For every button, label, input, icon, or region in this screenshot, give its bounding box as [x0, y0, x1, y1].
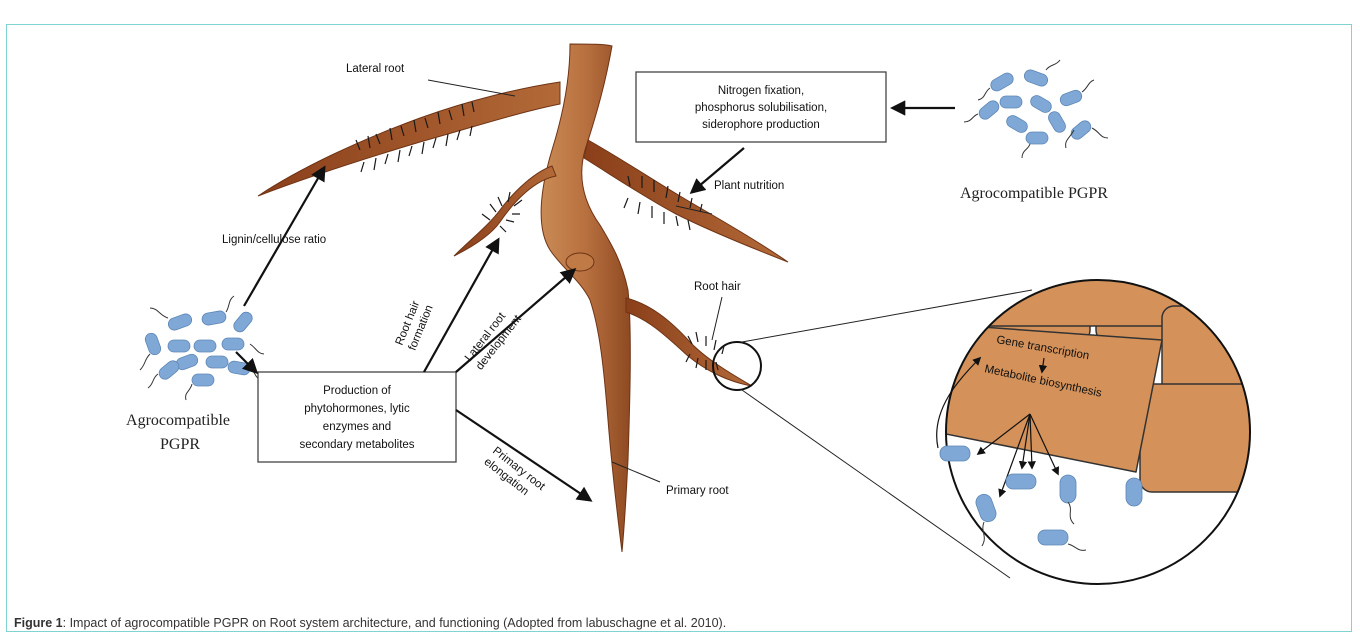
zoom-detail: Gene transcription Metabolite biosynthes… — [848, 262, 1260, 584]
nitrogen-fixation-box: Nitrogen fixation, phosphorus solubilisa… — [636, 72, 886, 142]
root-hair-label: Root hair — [694, 281, 741, 293]
lignin-ratio-label: Lignin/cellulose ratio — [222, 234, 326, 246]
pgpr-left-label-2: PGPR — [160, 436, 200, 453]
caption-text: : Impact of agrocompatible PGPR on Root … — [63, 616, 727, 630]
production-box-line-1: Production of — [323, 385, 392, 397]
production-box-line-4: secondary metabolites — [299, 439, 414, 451]
root-hair-formation-label: Root hair formation — [394, 298, 436, 352]
nitrogen-box-line-2: phosphorus solubilisation, — [695, 102, 827, 114]
nitrogen-box-line-1: Nitrogen fixation, — [718, 85, 804, 97]
primary-root-elongation-label: Primary root elongation — [482, 445, 548, 505]
production-box-line-2: phytohormones, lytic — [304, 403, 410, 415]
pgpr-top-label: Agrocompatible PGPR — [960, 185, 1108, 202]
pgpr-left-label-1: Agrocompatible — [126, 412, 230, 429]
plant-nutrition-label: Plant nutrition — [714, 180, 784, 192]
nitrogen-box-line-3: siderophore production — [702, 119, 820, 131]
caption-figure-number: Figure 1 — [14, 616, 63, 630]
bacteria-cluster-top-right — [964, 60, 1108, 158]
production-box: Production of phytohormones, lytic enzym… — [258, 372, 456, 462]
production-box-line-3: enzymes and — [323, 421, 391, 433]
lateral-root-left — [258, 82, 560, 196]
primary-root-label: Primary root — [666, 485, 729, 497]
bacteria-cluster-left — [140, 296, 264, 400]
lateral-root-right-upper — [584, 140, 788, 262]
lateral-root-label: Lateral root — [346, 63, 405, 75]
figure-caption: Figure 1: Impact of agrocompatible PGPR … — [14, 616, 726, 630]
